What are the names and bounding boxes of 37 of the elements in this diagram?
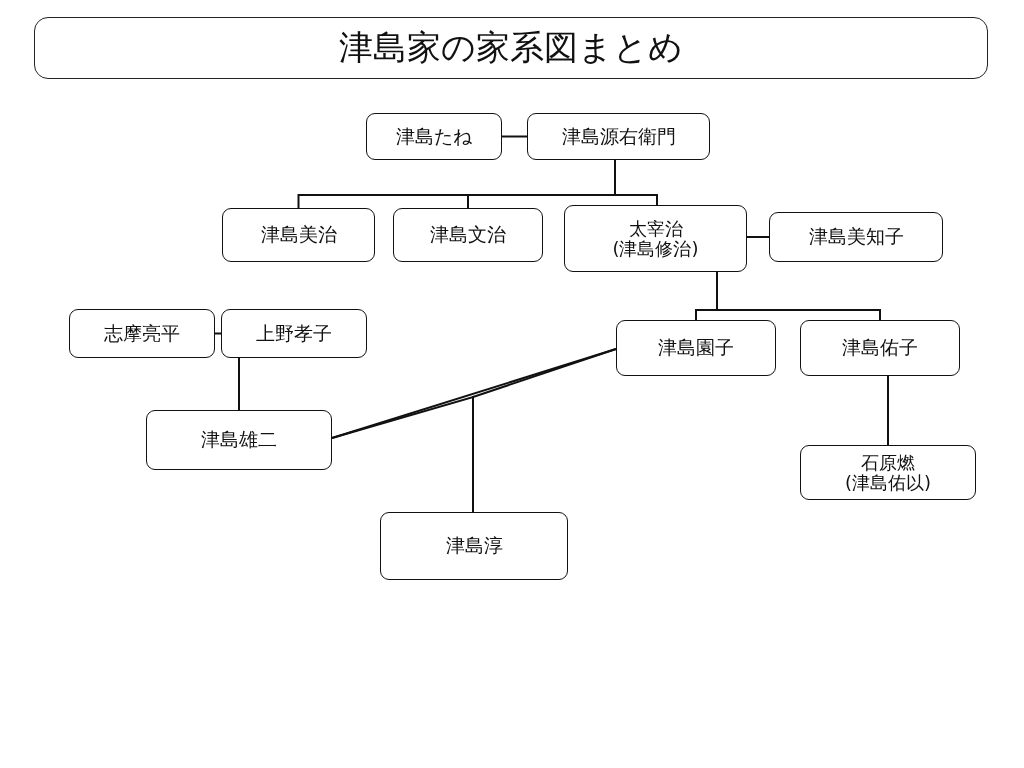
person-name: 上野孝子 <box>256 322 332 345</box>
person-box <box>366 113 502 160</box>
person-box <box>222 208 375 262</box>
connector-line <box>238 357 240 411</box>
person-box <box>146 410 332 470</box>
person-name: 津島園子 <box>658 337 734 359</box>
person-box <box>221 309 367 358</box>
person-name: 津島雄二 <box>201 429 277 451</box>
person-name: 津島淳 <box>445 535 503 557</box>
connector-line <box>214 332 222 335</box>
person-name: 津島たね <box>396 125 472 148</box>
person-name: 津島文治 <box>430 224 506 246</box>
person-box <box>527 113 710 160</box>
connector-line <box>887 375 889 446</box>
connector-line <box>746 236 770 238</box>
person-box <box>769 212 943 262</box>
person-box <box>616 320 776 376</box>
person-name: (津島修治) <box>612 238 699 259</box>
person-name: (津島佑以) <box>844 472 931 493</box>
person-box <box>800 445 976 500</box>
person-box <box>564 205 747 272</box>
person-box <box>800 320 960 376</box>
person-name: 津島佑子 <box>842 337 918 359</box>
connector-line <box>716 271 881 321</box>
person-box <box>380 512 568 580</box>
person-box <box>393 208 543 262</box>
person-name: 津島美治 <box>260 224 337 246</box>
connector-line <box>331 395 474 513</box>
person-name: 石原燃 <box>861 452 915 473</box>
person-name: 津島源右衛門 <box>561 125 676 148</box>
person-box <box>69 309 215 358</box>
title: 津島家の家系図まとめ <box>339 26 683 69</box>
person-name: 太宰治 <box>628 218 683 239</box>
person-name: 志摩亮平 <box>104 322 180 345</box>
connector-line <box>501 135 528 138</box>
person-name: 津島美知子 <box>808 226 904 248</box>
connector-line <box>614 159 658 206</box>
